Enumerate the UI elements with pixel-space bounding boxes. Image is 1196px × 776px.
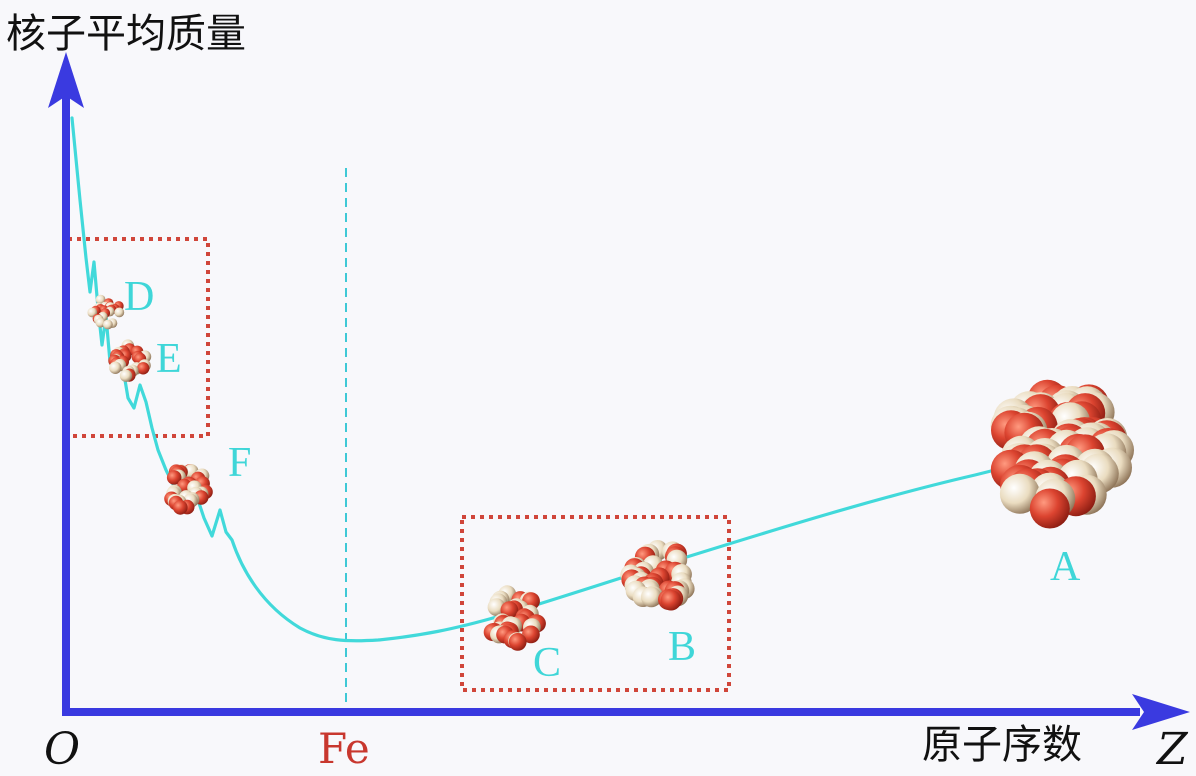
neutron-sphere: [95, 294, 106, 305]
fe-label: Fe: [318, 724, 370, 773]
neutron-sphere: [641, 586, 662, 608]
nucleus-a: [990, 379, 1134, 529]
point-label-b: B: [668, 624, 697, 670]
region-box-de: [66, 237, 210, 438]
nucleus-d: [87, 294, 125, 330]
x-axis-label: 原子序数: [922, 722, 1082, 768]
proton-sphere: [137, 362, 150, 375]
origin-label: O: [44, 724, 81, 775]
proton-sphere: [522, 625, 540, 644]
average-mass-curve: [70, 116, 997, 643]
point-label-d: D: [124, 274, 155, 320]
x-axis-arrow: [1132, 694, 1190, 730]
neutron-sphere: [114, 307, 125, 318]
y-axis-label: 核子平均质量: [6, 11, 246, 57]
nucleus-f: [164, 464, 213, 515]
proton-sphere: [508, 633, 527, 651]
point-label-a: A: [1050, 544, 1081, 590]
point-label-e: E: [156, 336, 182, 382]
neutron-sphere: [109, 361, 122, 374]
nucleus-c: [483, 585, 546, 651]
point-label-c: C: [533, 640, 562, 686]
nucleus-b: [620, 540, 695, 611]
neutron-sphere: [103, 319, 113, 330]
neutron-sphere: [119, 369, 133, 382]
y-axis-arrow: [48, 52, 84, 108]
proton-sphere: [1029, 488, 1070, 529]
x-axis-symbol: Z: [1157, 724, 1188, 775]
neutron-sphere: [95, 317, 106, 328]
neutron-sphere: [999, 473, 1040, 514]
region-box-bc: [460, 515, 731, 692]
proton-sphere: [173, 500, 188, 515]
proton-sphere: [166, 470, 182, 485]
proton-sphere: [660, 589, 682, 611]
nucleus-e: [108, 339, 152, 382]
point-label-f: F: [228, 440, 252, 486]
